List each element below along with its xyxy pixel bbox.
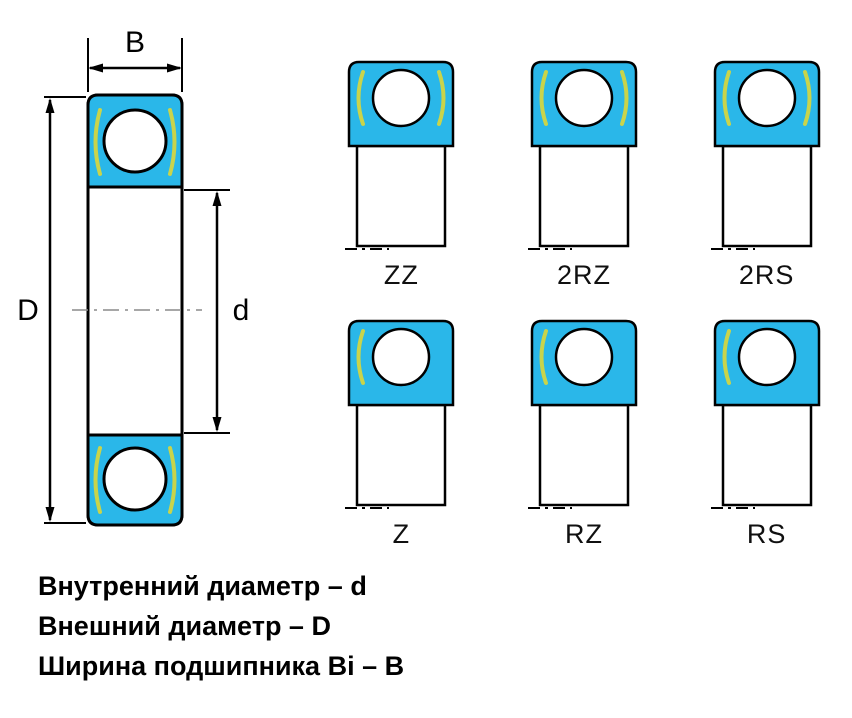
variant-cell-z: Z bbox=[345, 317, 457, 550]
bearing-variant-icon bbox=[528, 58, 640, 254]
d-inner-arrow-top bbox=[212, 191, 222, 206]
dim-label-width: B bbox=[125, 26, 145, 59]
b-arrow-right bbox=[167, 63, 182, 73]
legend: Внутренний диаметр – d Внешний диаметр –… bbox=[38, 566, 404, 686]
bearing-cross-section-diagram: B D d bbox=[17, 26, 250, 527]
legend-line-outer-diameter: Внешний диаметр – D bbox=[38, 611, 331, 641]
d-outer-arrow-bottom bbox=[45, 507, 55, 522]
bearing-variant-icon bbox=[345, 317, 457, 513]
bearing-variant-icon bbox=[528, 317, 640, 513]
variant-label: 2RS bbox=[738, 260, 795, 290]
variant-label: Z bbox=[392, 519, 411, 549]
bearing-variant-icon bbox=[711, 58, 823, 254]
variant-cell-rz: RZ bbox=[528, 317, 640, 550]
dim-label-outer: D bbox=[17, 294, 39, 327]
variant-cell-zz: ZZ bbox=[345, 58, 457, 291]
bearing-variant-icon bbox=[345, 58, 457, 254]
variant-cell-2rz: 2RZ bbox=[528, 58, 640, 291]
d-outer-arrow-top bbox=[45, 98, 55, 113]
legend-line-width: Ширина подшипника Bi – B bbox=[38, 651, 405, 681]
seal-variants-grid: ZZ 2RZ 2RS Z RZ bbox=[328, 58, 840, 550]
d-inner-arrow-bottom bbox=[212, 417, 222, 432]
variant-label: RZ bbox=[564, 519, 603, 549]
variant-label: 2RZ bbox=[556, 260, 611, 290]
bearing-variant-icon bbox=[711, 317, 823, 513]
legend-line-inner-diameter: Внутренний диаметр – d bbox=[38, 571, 367, 601]
variant-label: ZZ bbox=[383, 260, 419, 290]
b-arrow-left bbox=[88, 63, 103, 73]
ball-bottom bbox=[102, 446, 168, 512]
variant-cell-rs: RS bbox=[711, 317, 823, 550]
variant-label: RS bbox=[746, 519, 787, 549]
ball-top bbox=[102, 108, 168, 174]
variant-cell-2rs: 2RS bbox=[711, 58, 823, 291]
dim-label-inner: d bbox=[233, 294, 250, 327]
